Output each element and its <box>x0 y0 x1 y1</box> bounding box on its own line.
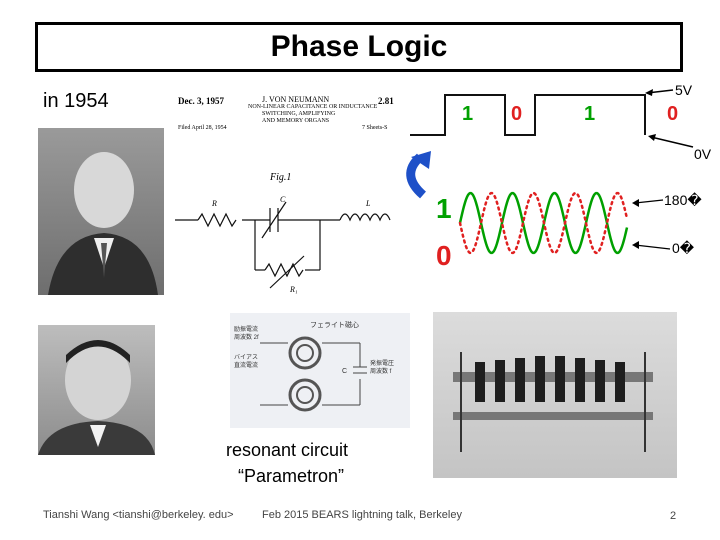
resistor-r1 <box>264 262 304 278</box>
ferrite-label: フェライト磁心 <box>310 320 359 329</box>
label-180-deg: 180� <box>664 192 702 208</box>
patent-sheets: 7 Sheets-S <box>362 125 388 131</box>
bit-0-a: 0 <box>511 103 523 125</box>
square-wave <box>410 94 646 136</box>
parametron-diagram: フェライト磁心 励振電流 周波数 2f バイアス 直流電流 発振電圧 周波数 f… <box>230 313 410 428</box>
label-0-deg: 0� <box>672 240 695 256</box>
l-label: L <box>365 199 371 208</box>
footer-author: Tianshi Wang <tianshi@berkeley. edu> <box>43 509 234 521</box>
patent-inventor: J. VON NEUMANN <box>262 95 330 104</box>
slide-title: Phase Logic <box>270 30 448 63</box>
bit-1-b: 1 <box>584 103 596 125</box>
left-label-1: 励振電流 <box>234 325 258 333</box>
right-label-1: 発振電圧 <box>370 359 394 367</box>
phase-wave-1 <box>458 191 629 255</box>
hardware-illustration <box>453 352 653 452</box>
cap-label: C <box>342 368 347 375</box>
portrait-photo-1 <box>38 128 164 295</box>
patent-desc-1: NON-LINEAR CAPACITANCE OR INDUCTANCE <box>248 104 378 110</box>
portrait-1-figure <box>48 152 158 295</box>
inductor-l <box>339 213 391 222</box>
bit-0-b: 0 <box>667 103 679 125</box>
phase-wave-0 <box>458 191 629 255</box>
parametron-circuit: フェライト磁心 励振電流 周波数 2f バイアス 直流電流 発振電圧 周波数 f… <box>234 320 394 412</box>
logic-waveforms <box>406 89 694 255</box>
phase-label-0: 0 <box>436 240 452 271</box>
left-label-4: 直流電流 <box>234 361 258 369</box>
patent-desc-2: SWITCHING, AMPLIFYING <box>262 111 336 117</box>
c-label: C <box>280 195 286 204</box>
arrow-180 <box>634 199 664 204</box>
patent-number: 2.81 <box>378 96 394 106</box>
patent-date: Dec. 3, 1957 <box>178 96 224 106</box>
fig-label: Fig.1 <box>269 172 291 183</box>
label-0v: 0V <box>694 146 712 162</box>
arrow-0v <box>650 136 694 148</box>
page-number: 2 <box>670 510 677 522</box>
right-label-2: 周波数 f <box>370 367 392 375</box>
footer-event: Feb 2015 BEARS lightning talk, Berkeley <box>262 509 462 521</box>
patent-circuit-diagram: Fig.1 R C L R₁ <box>175 172 391 294</box>
parametron-hardware-photo <box>433 312 677 478</box>
portrait-2-figure <box>38 340 155 455</box>
left-label-2: 周波数 2f <box>234 333 259 341</box>
caption-line-2: “Parametron” <box>238 466 345 486</box>
patent-desc-3: AND MEMORY ORGANS <box>262 118 330 124</box>
caption-line-1: resonant circuit <box>226 440 349 460</box>
left-label-3: バイアス <box>234 354 258 361</box>
phase-label-1: 1 <box>436 193 452 224</box>
portrait-photo-2 <box>38 325 155 455</box>
arrow-0deg <box>634 244 671 250</box>
title-box: Phase Logic <box>35 22 683 72</box>
patent-filed: Filed April 28, 1954 <box>178 125 227 131</box>
r-label: R <box>211 199 217 208</box>
year-label: in 1954 <box>43 90 109 112</box>
r1-label: R₁ <box>289 285 298 294</box>
resistor-r <box>197 212 237 228</box>
bit-1-a: 1 <box>462 103 474 125</box>
label-5v: 5V <box>675 82 693 98</box>
